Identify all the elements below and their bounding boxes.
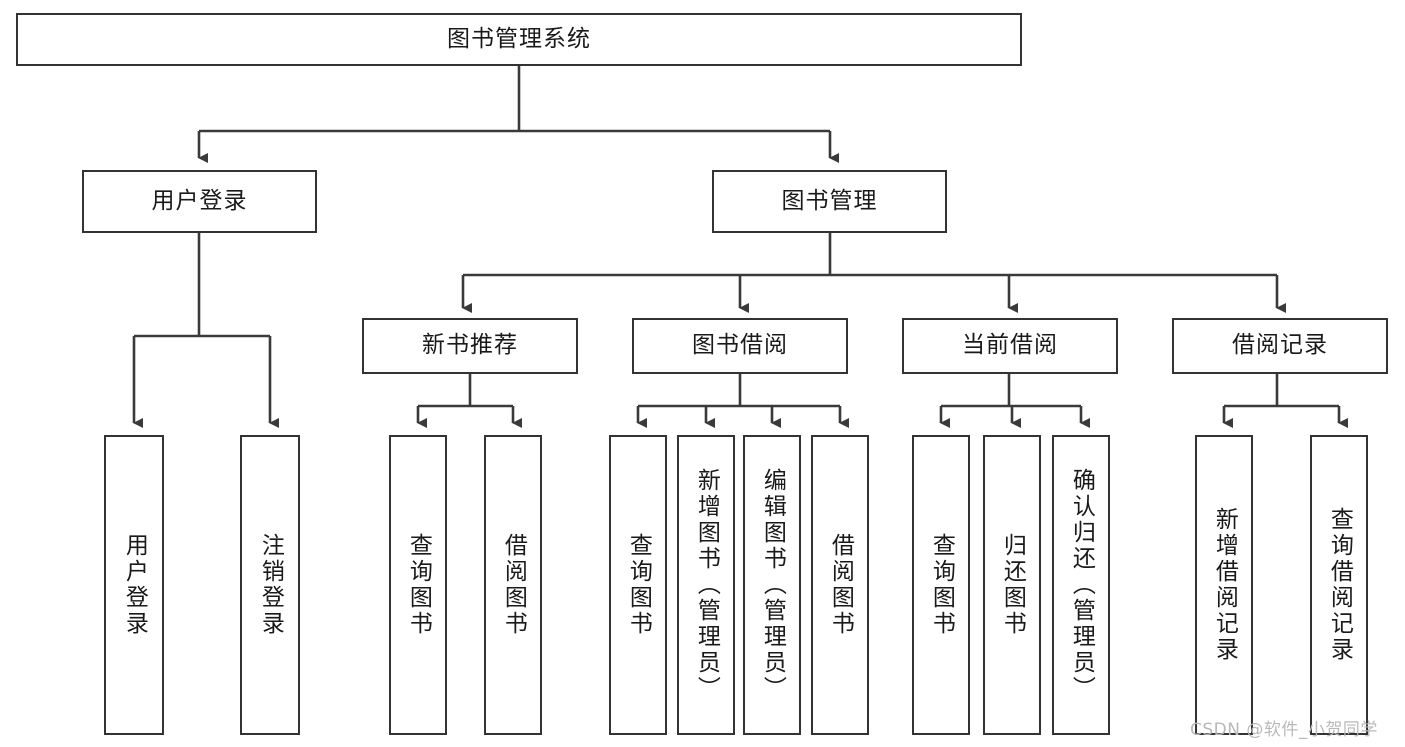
leaf-borrow-add-book-admin[interactable]: 新增图书（管理员） <box>677 435 735 735</box>
node-book-borrow[interactable]: 图书借阅 <box>632 318 848 374</box>
node-label: 确认归还（管理员） <box>1068 468 1095 702</box>
leaf-record-add-borrow-record[interactable]: 新增借阅记录 <box>1195 435 1253 735</box>
node-new-book-recommend[interactable]: 新书推荐 <box>362 318 578 374</box>
node-label: 用户登录 <box>121 533 148 637</box>
node-label: 查询图书 <box>625 533 652 637</box>
node-book-management[interactable]: 图书管理 <box>712 170 947 233</box>
node-label: 借阅图书 <box>500 533 527 637</box>
leaf-record-query-borrow-record[interactable]: 查询借阅记录 <box>1310 435 1368 735</box>
node-user-login[interactable]: 用户登录 <box>82 170 317 233</box>
node-label: 借阅记录 <box>1232 332 1328 359</box>
leaf-user-login-logout[interactable]: 注销登录 <box>240 435 300 735</box>
leaf-borrow-edit-book-admin[interactable]: 编辑图书（管理员） <box>743 435 801 735</box>
node-label: 编辑图书（管理员） <box>759 468 786 702</box>
node-label: 当前借阅 <box>962 332 1058 359</box>
leaf-current-return-book[interactable]: 归还图书 <box>983 435 1041 735</box>
node-label: 用户登录 <box>151 187 248 214</box>
leaf-borrow-query-book[interactable]: 查询图书 <box>609 435 667 735</box>
leaf-current-confirm-return-admin[interactable]: 确认归还（管理员） <box>1052 435 1110 735</box>
node-root-book-management-system[interactable]: 图书管理系统 <box>16 13 1022 66</box>
node-label: 查询图书 <box>928 533 955 637</box>
node-label: 查询图书 <box>405 533 432 637</box>
node-label: 图书借阅 <box>692 332 788 359</box>
leaf-borrow-borrow-book[interactable]: 借阅图书 <box>811 435 869 735</box>
leaf-new-book-query[interactable]: 查询图书 <box>389 435 447 735</box>
node-label: 归还图书 <box>999 533 1026 637</box>
node-label: 图书管理 <box>781 187 878 214</box>
node-current-borrow[interactable]: 当前借阅 <box>902 318 1118 374</box>
csdn-watermark: CSDN @软件_小贺同学 <box>1190 720 1378 740</box>
leaf-current-query-book[interactable]: 查询图书 <box>912 435 970 735</box>
node-label: 新增图书（管理员） <box>693 468 720 702</box>
leaf-user-login-login[interactable]: 用户登录 <box>104 435 164 735</box>
node-label: 图书管理系统 <box>447 25 591 52</box>
node-label: 新增借阅记录 <box>1211 507 1238 663</box>
leaf-new-book-borrow[interactable]: 借阅图书 <box>484 435 542 735</box>
node-label: 查询借阅记录 <box>1326 507 1353 663</box>
node-label: 借阅图书 <box>827 533 854 637</box>
node-borrow-record[interactable]: 借阅记录 <box>1172 318 1388 374</box>
node-label: 注销登录 <box>257 533 284 637</box>
node-label: 新书推荐 <box>422 332 518 359</box>
